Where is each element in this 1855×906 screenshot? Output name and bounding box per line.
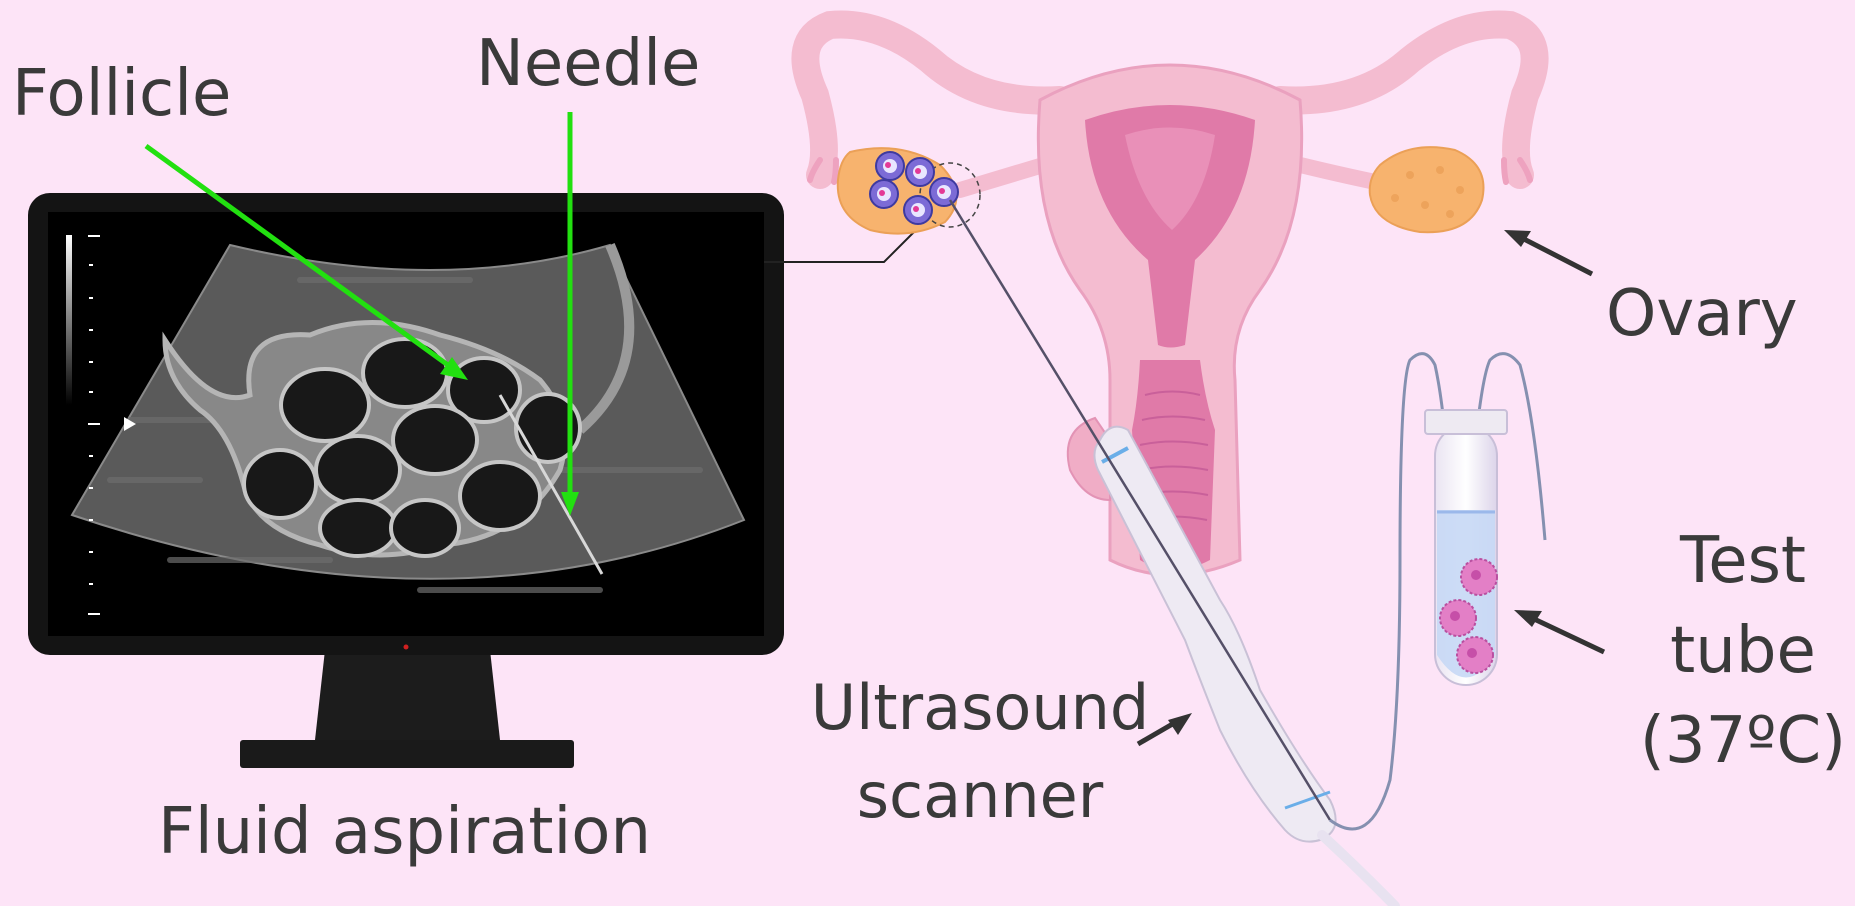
- monitor-base: [240, 740, 574, 768]
- test-tube-label-line3: (37ºC): [1628, 696, 1855, 786]
- grayscale-bar: [66, 235, 72, 405]
- follicle: [391, 500, 459, 556]
- follicle-label: Follicle: [12, 62, 231, 126]
- test-tube: [1425, 410, 1507, 685]
- follicle: [460, 462, 540, 530]
- test-tube-label-arrow: [1514, 610, 1604, 652]
- right-ovary: [1370, 147, 1484, 232]
- fluid-aspiration-label: Fluid aspiration: [158, 800, 651, 864]
- ovary-label-arrow: [1504, 230, 1592, 274]
- ovary-body: [1370, 147, 1484, 232]
- follicle: [281, 369, 369, 441]
- left-ovary: [838, 148, 980, 233]
- monitor-stand: [315, 650, 500, 740]
- follicle: [244, 450, 316, 518]
- follicle: [316, 436, 400, 504]
- uterus-illustration: [805, 24, 1534, 575]
- power-led: [404, 645, 409, 650]
- ultrasound-monitor: [28, 193, 784, 768]
- ultrasound-label-line1: Ultrasound: [780, 664, 1180, 752]
- ovary-label: Ovary: [1606, 282, 1798, 346]
- tube-cap: [1425, 410, 1507, 434]
- test-tube-label: Test tube (37ºC): [1628, 516, 1855, 786]
- probe-cable: [1322, 835, 1395, 906]
- ultrasound-label-line2: scanner: [780, 752, 1180, 840]
- test-tube-label-line2: tube: [1628, 606, 1855, 696]
- needle-label: Needle: [476, 32, 700, 96]
- follicle: [320, 500, 396, 556]
- follicle: [393, 406, 477, 474]
- left-fallopian-tube: [805, 24, 1060, 175]
- test-tube-label-line1: Test: [1628, 516, 1855, 606]
- follicle: [363, 339, 447, 407]
- ultrasound-scanner-label: Ultrasound scanner: [780, 664, 1180, 840]
